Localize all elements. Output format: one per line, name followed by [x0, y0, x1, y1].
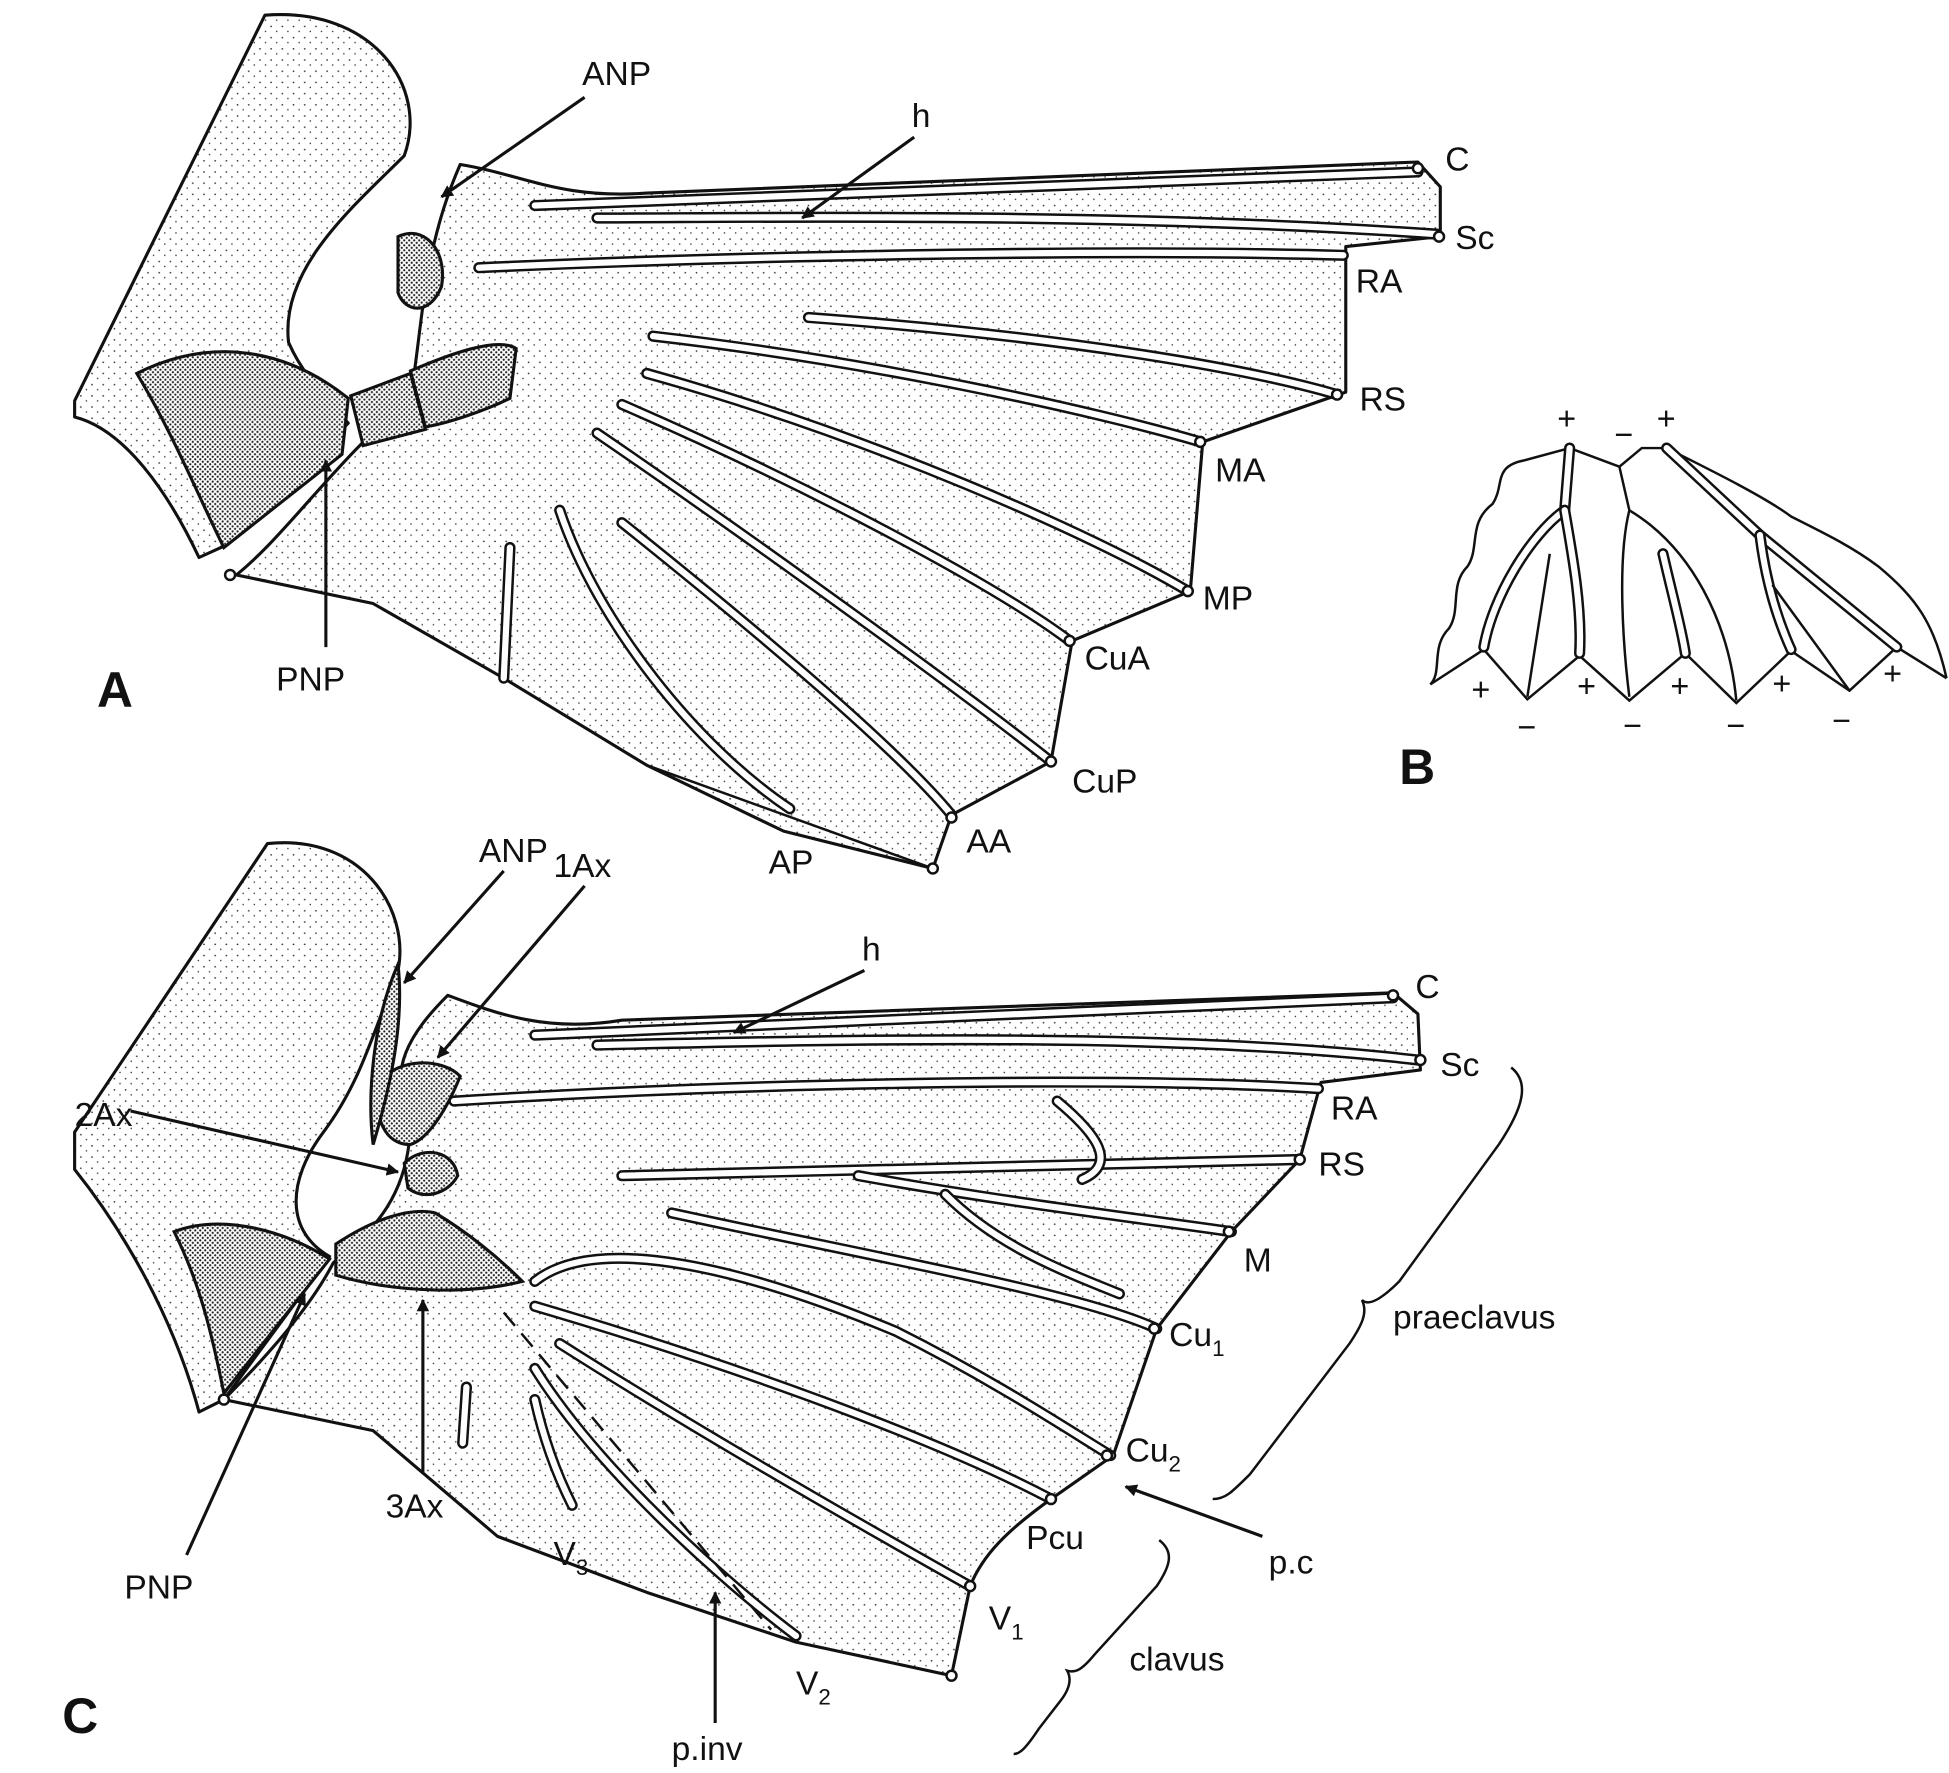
sign-b-margin-7: +: [1772, 665, 1791, 701]
sign-b-top-1: +: [1557, 400, 1576, 436]
sign-b-margin-8: −: [1832, 703, 1851, 739]
label-pinv-c: p.inv: [672, 1731, 743, 1768]
label-rs-c: RS: [1318, 1147, 1365, 1184]
label-ra-a: RA: [1356, 264, 1403, 301]
label-v3-c: V3: [553, 1536, 588, 1580]
label-v1-c: V1: [989, 1601, 1024, 1645]
label-1ax-c: 1Ax: [553, 848, 611, 885]
label-anp-a: ANP: [582, 56, 651, 93]
label-cu2-c: Cu2: [1126, 1433, 1181, 1477]
axillary-1ax: [376, 1061, 463, 1147]
panel-b: + − + + − + − + − + − + B: [1399, 400, 1948, 795]
arrow-pnp-c: [185, 1292, 307, 1556]
label-pcu-c: Pcu: [1026, 1520, 1084, 1557]
label-cua-a: CuA: [1085, 640, 1151, 677]
sign-b-margin-5: +: [1670, 668, 1689, 704]
sign-b-margin-1: +: [1471, 672, 1490, 708]
label-sc-a: Sc: [1455, 220, 1494, 257]
basal-sclerite-a2: [408, 343, 518, 429]
label-praeclavus: praeclavus: [1393, 1300, 1555, 1337]
label-3ax-c: 3Ax: [386, 1489, 444, 1526]
label-h-a: h: [912, 98, 931, 135]
arrow-anp-a: [440, 96, 586, 199]
panel-label-b: B: [1399, 739, 1435, 795]
pnp-region-c: [171, 1222, 332, 1397]
veins-c: [217, 989, 1427, 1682]
label-h-c: h: [862, 932, 881, 969]
arrow-1ax-c: [436, 884, 586, 1059]
axillary-2ax: [402, 1150, 460, 1197]
panel-label-a: A: [97, 662, 133, 718]
label-mp-a: MP: [1203, 581, 1253, 618]
axillary-a: [396, 231, 445, 310]
label-cup-a: CuP: [1072, 764, 1137, 801]
panel-c: ANP 1Ax h C Sc RA RS M Cu1 Cu2 Pcu p.c 2…: [62, 833, 1555, 1768]
label-2ax-c: 2Ax: [75, 1097, 133, 1134]
sign-b-margin-4: −: [1623, 708, 1642, 744]
veins-b: [1478, 442, 1903, 701]
sign-b-margin-3: +: [1577, 668, 1596, 704]
label-m-c: M: [1244, 1242, 1272, 1279]
arrow-2ax-c: [130, 1109, 400, 1176]
panel-a: ANP h C Sc RA RS MA MP CuA CuP AA AP PNP…: [73, 13, 1494, 881]
panel-label-c: C: [62, 1688, 98, 1744]
label-v2-c: V2: [796, 1665, 831, 1709]
veins-a: [223, 161, 1446, 875]
label-sc-c: Sc: [1440, 1047, 1479, 1084]
label-pc-c: p.c: [1269, 1545, 1314, 1582]
basal-sclerite-a: [348, 371, 428, 448]
label-pnp-c: PNP: [124, 1570, 193, 1607]
label-c-c: C: [1415, 969, 1439, 1006]
sign-b-top-2: −: [1614, 417, 1633, 453]
pnp-region-a: [134, 350, 350, 550]
anp-sclerite-c: [369, 958, 402, 1146]
arrow-h-c: [732, 969, 866, 1035]
label-aa-a: AA: [966, 823, 1011, 860]
brace-clavus: [1013, 1539, 1171, 1756]
axillary-3ax: [334, 1209, 526, 1292]
label-c-a: C: [1445, 142, 1469, 179]
wing-a: [234, 160, 1442, 871]
brace-praeclavus: [1212, 1066, 1524, 1501]
arrow-h-a: [801, 135, 916, 220]
sign-b-margin-9: +: [1883, 655, 1902, 691]
sign-b-margin-2: −: [1517, 709, 1536, 745]
label-ra-c: RA: [1331, 1091, 1378, 1128]
wing-b-outline: [1429, 446, 1948, 686]
arrow-anp-c: [403, 869, 505, 984]
label-ap-a: AP: [769, 844, 814, 881]
label-ma-a: MA: [1215, 453, 1266, 490]
label-anp-c: ANP: [479, 833, 548, 870]
sign-b-top-3: +: [1657, 400, 1676, 436]
label-cu1-c: Cu1: [1169, 1317, 1224, 1361]
arrow-pc-c: [1124, 1484, 1263, 1538]
label-pnp-a: PNP: [276, 662, 345, 699]
sign-b-margin-6: −: [1726, 708, 1745, 744]
label-rs-a: RS: [1359, 382, 1406, 419]
label-clavus: clavus: [1129, 1642, 1224, 1679]
